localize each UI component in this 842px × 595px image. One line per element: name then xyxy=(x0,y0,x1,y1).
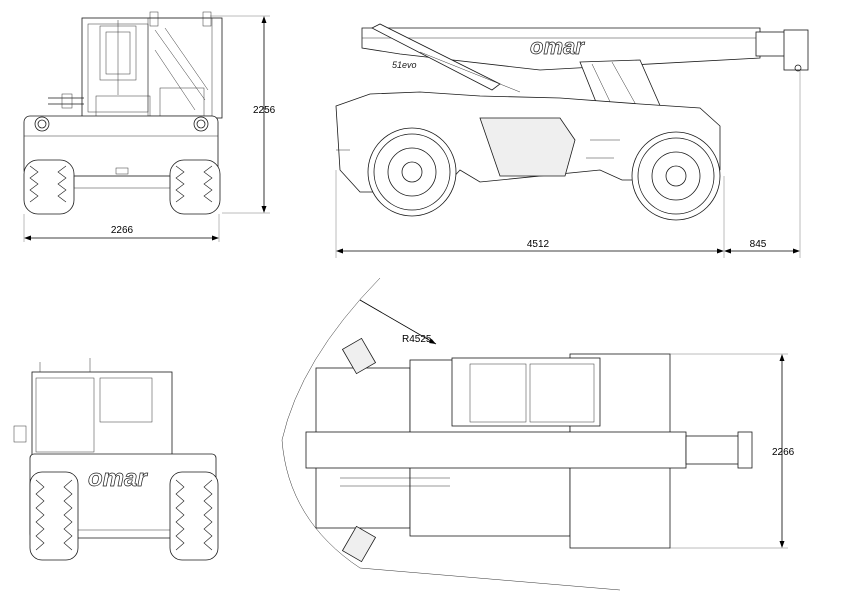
boom-logo: omar xyxy=(530,34,585,59)
front-view: 2266 2256 xyxy=(23,11,276,242)
front-width-dimension: 2266 xyxy=(111,225,134,236)
rear-view: omar xyxy=(13,358,219,561)
rear-logo: omar xyxy=(88,465,148,492)
turn-radius-dimension: R4525 xyxy=(402,334,432,345)
model-badge: 51evo xyxy=(392,60,417,70)
side-view: omar 51evo 4512 845 xyxy=(335,23,809,258)
front-height-dimension: 2256 xyxy=(253,105,276,116)
top-view: R4525 2266 xyxy=(281,277,795,591)
top-width-dimension: 2266 xyxy=(772,447,795,458)
side-wheelbase-dimension: 4512 xyxy=(527,239,550,250)
side-overhang-dimension: 845 xyxy=(750,239,767,250)
